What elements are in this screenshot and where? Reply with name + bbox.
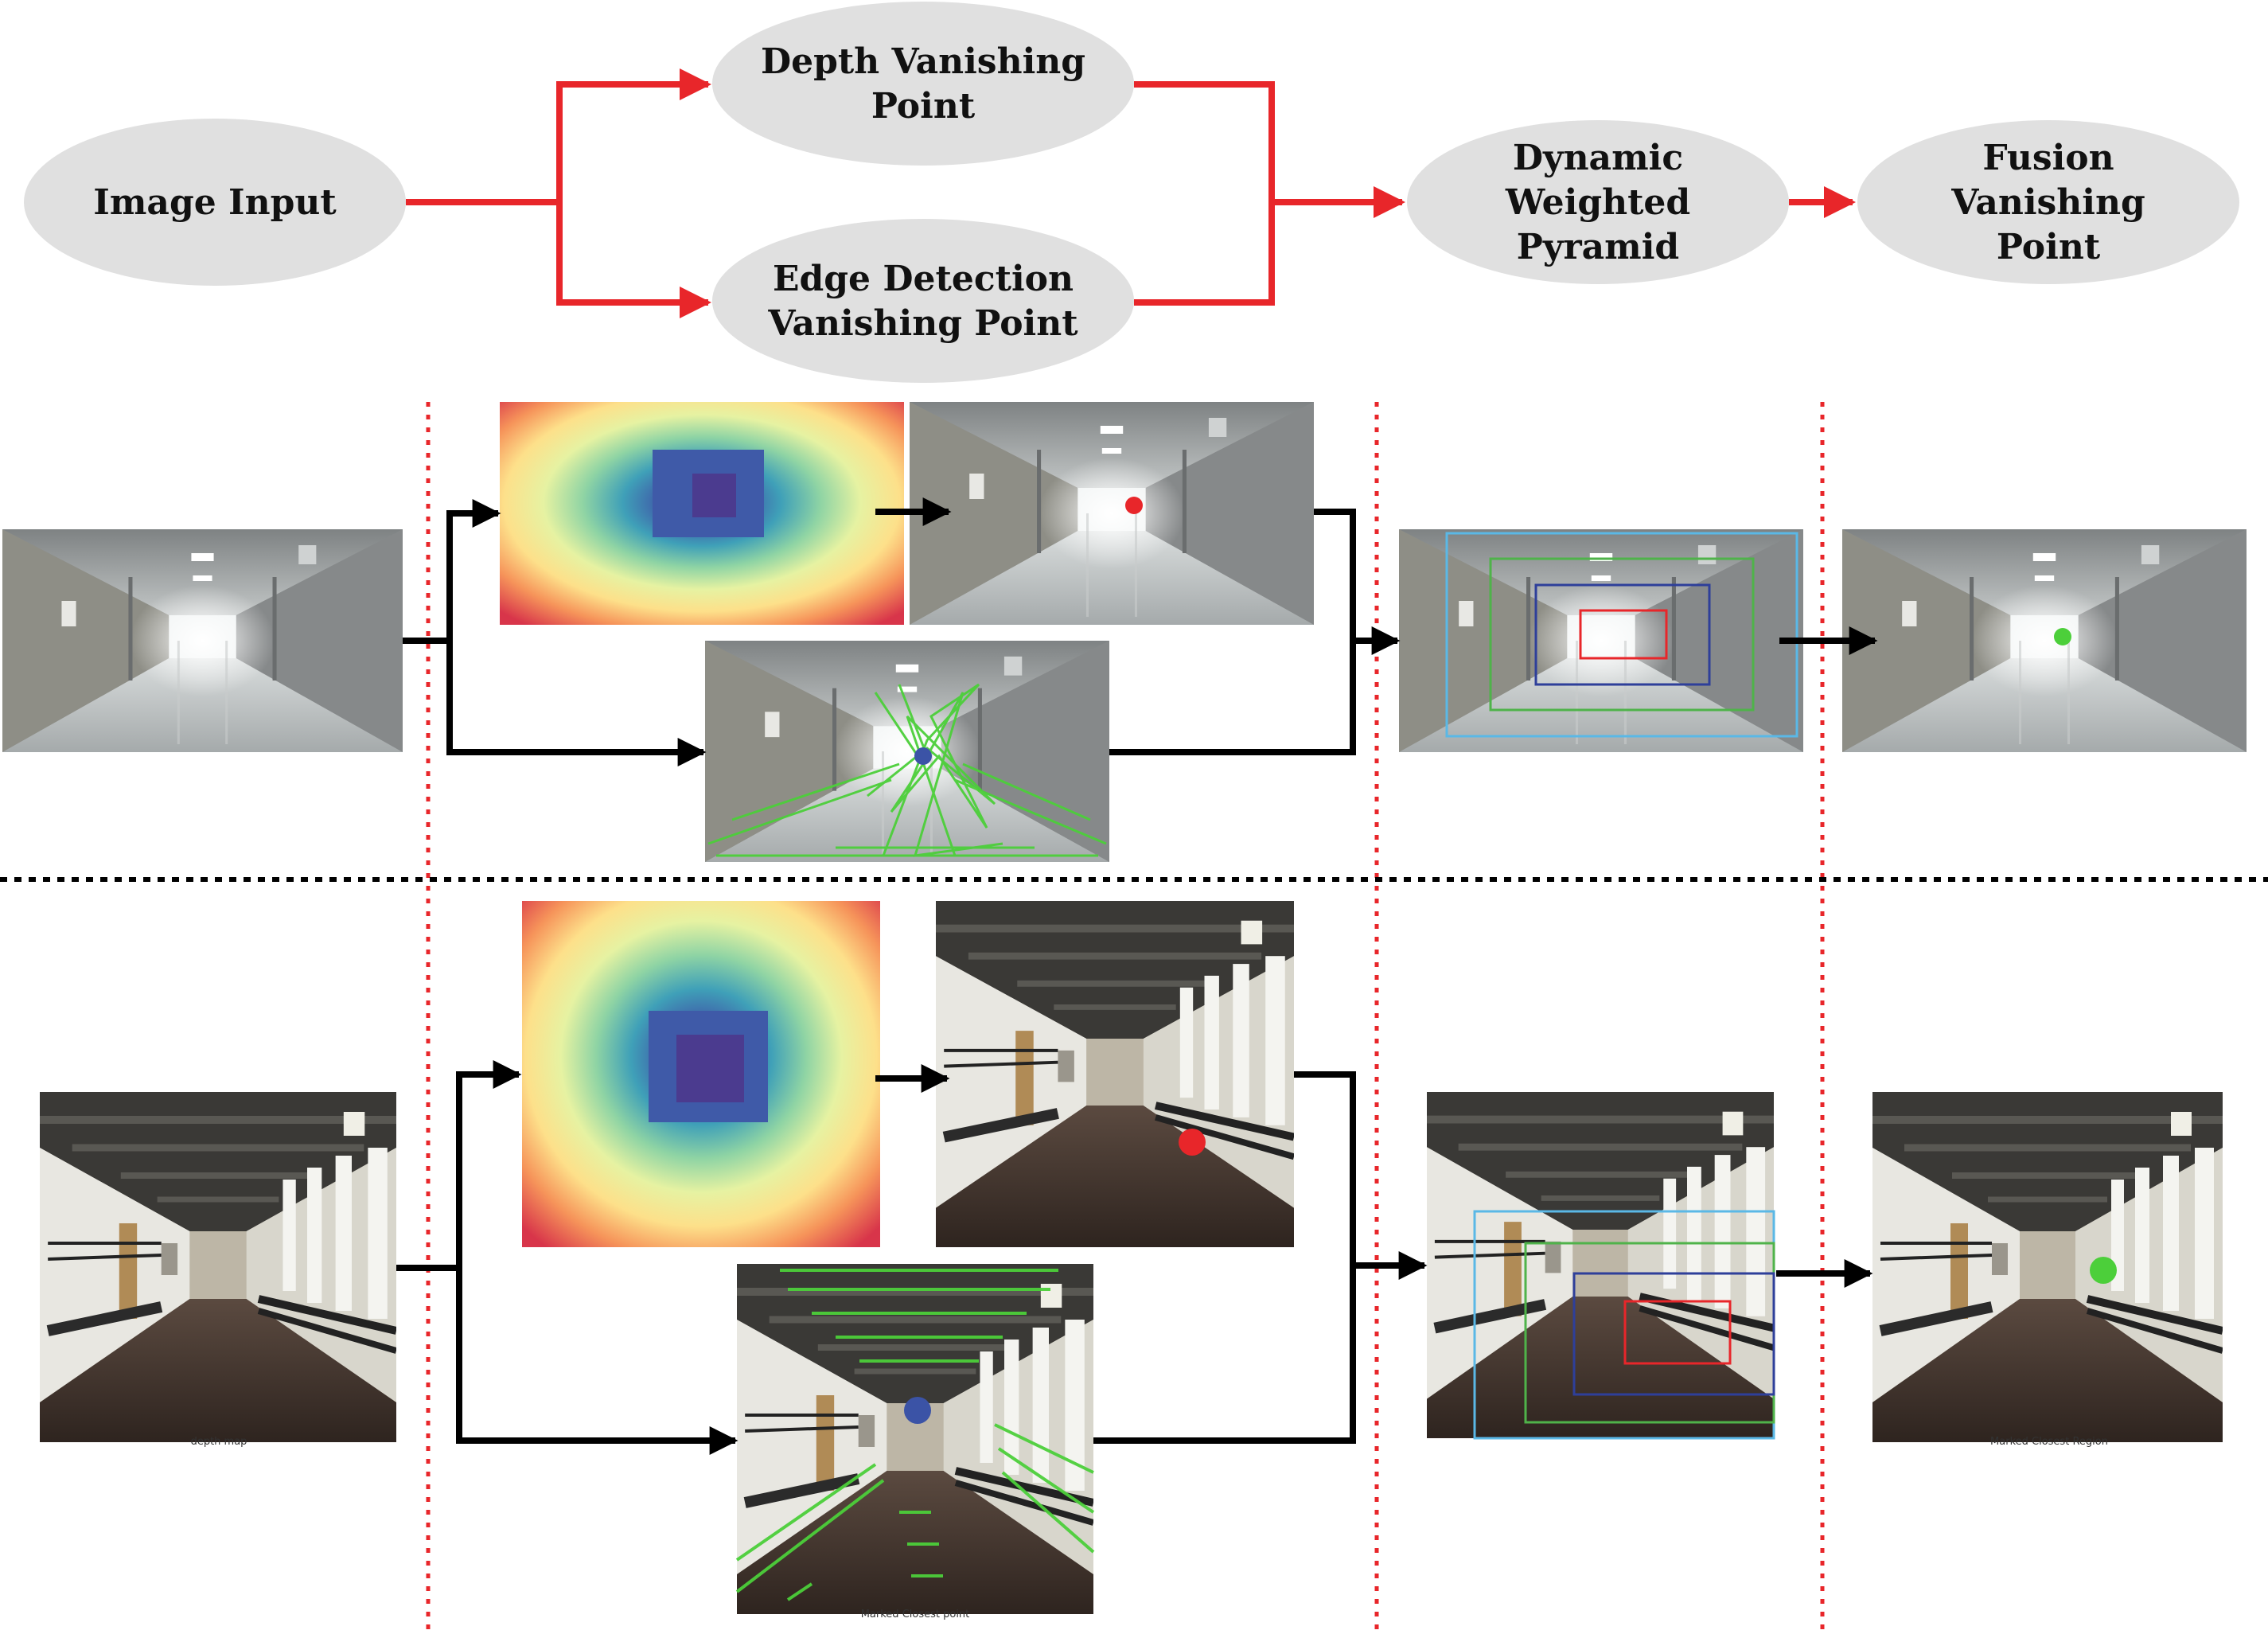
pyramid-level-3 [1534,583,1711,686]
row2-arrow-branch [396,1060,522,1271]
depth-vanishing-point-marker [1125,497,1143,514]
row1-edge-detection-image [705,641,1109,862]
row2-arrow-merge [1093,1071,1356,1444]
node-label-line: Dynamic [1513,138,1683,178]
fusion-vanishing-point-marker [2054,628,2071,645]
depth-vanishing-point-marker-2 [1179,1129,1206,1156]
node-dynamic-weighted-pyramid [1407,120,1789,284]
edge-vanishing-point-marker-2 [904,1397,931,1424]
row2-arrow-to-edges [456,1268,738,1455]
node-label-line: Point [871,86,976,127]
row1-arrow-branch [403,499,501,644]
node-label-line: Weighted [1505,182,1690,223]
node-image-input-label: Image Input [93,182,337,223]
row1-arrow-merge [1109,509,1356,755]
row-1 [2,402,2247,862]
row1-depth-map [500,402,904,625]
flow-arrow-to-edge [556,202,711,318]
row2-arrows [396,1060,1873,1455]
row2-fusion-caption: Marked Closest Region [1990,1436,2108,1448]
node-label-line: Depth Vanishing [761,41,1085,82]
row2-edges-caption: Marked Closest point [861,1609,970,1620]
row2-depth-map [522,901,880,1247]
flow-arrow-depth-merge [1134,81,1275,306]
stage-separators [426,402,1825,1634]
node-label-line: Image Input [93,182,337,223]
node-label-line: Vanishing Point [767,303,1078,344]
flow-arrows [406,68,1856,318]
row1-depth-vanishing-image [910,402,1314,625]
row2-input-caption: depth map [191,1436,247,1448]
pyramid-level-4-row2 [1623,1300,1732,1365]
pyramid-level-3-row2 [1572,1272,1775,1396]
pyramid-level-2 [1489,557,1755,712]
row2-input-image: depth map [40,1092,396,1448]
row2-pyramid-image [1427,1092,1775,1440]
node-edge-detection-vanishing-point [712,219,1134,383]
pyramid-level-4 [1579,609,1668,660]
row1-pyramid-image [1399,529,1803,752]
row-2: depth map Marked Closest point [40,901,2223,1620]
row2-edge-detection-image: Marked Closest point [735,1264,1095,1620]
row2-fusion-image: Marked Closest Region [1872,1092,2223,1448]
row1-fusion-image [1842,529,2247,752]
fusion-vanishing-point-marker-2 [2090,1257,2117,1284]
node-label-line: Point [1997,227,2101,267]
row1-input-image [2,529,403,752]
flow-arrow-to-depth [556,68,711,202]
edge-vanishing-point-marker [914,747,932,765]
node-label-line: Vanishing [1950,182,2145,223]
node-label-line: Fusion [1982,138,2114,178]
row1-arrow-to-edges [446,641,707,766]
node-label-line: Pyramid [1517,227,1679,267]
row2-depth-vanishing-image [936,901,1294,1247]
node-fusion-vanishing-point [1857,120,2239,284]
pyramid-level-1 [1445,532,1798,738]
row1-arrows [403,497,1878,766]
node-depth-vanishing-point [712,2,1134,166]
node-image-input [24,119,406,286]
node-label-line: Edge Detection [773,259,1074,299]
